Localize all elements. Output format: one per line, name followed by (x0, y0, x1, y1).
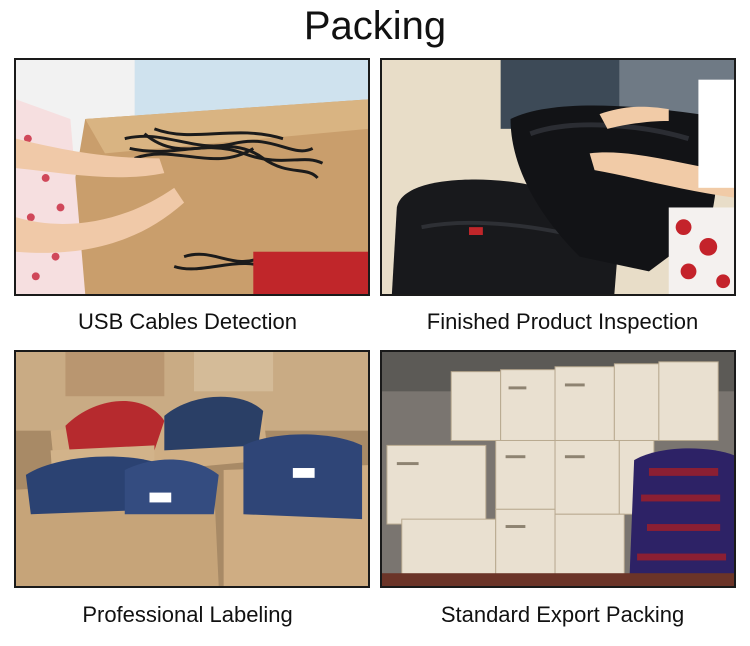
caption-product-inspection: Finished Product Inspection (426, 309, 699, 334)
caption-usb-cables: USB Cables Detection (78, 309, 297, 334)
photo-export-packing (380, 350, 736, 588)
page-title: Packing (303, 4, 447, 48)
caption-export-packing: Standard Export Packing (440, 602, 685, 627)
caption-labeling: Professional Labeling (82, 602, 293, 627)
photo-usb-cables (14, 58, 370, 296)
photo-product-inspection (380, 58, 736, 296)
photo-labeling (14, 350, 370, 588)
